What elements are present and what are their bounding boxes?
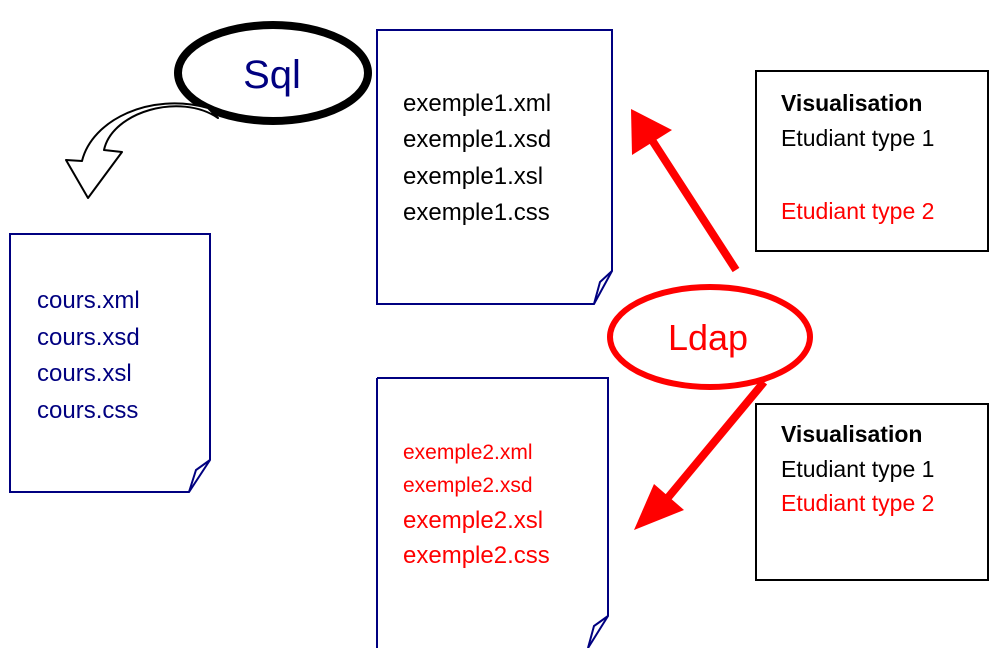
visualisation-box-2: Visualisation Etudiant type 1 Etudiant t… <box>755 403 989 581</box>
cours-line-3: cours.xsl <box>37 360 132 387</box>
exemple2-document-fold <box>587 615 609 648</box>
exemple2-line-1: exemple2.xml <box>403 441 533 464</box>
exemple1-document-outline <box>376 29 613 305</box>
cours-document: cours.xml cours.xsd cours.xsl cours.css <box>9 233 211 493</box>
ldap-arrow-down-head <box>634 484 684 530</box>
sql-node: Sql <box>174 21 372 125</box>
sql-label: Sql <box>243 53 301 97</box>
exemple2-document-outline <box>376 377 609 648</box>
cours-document-outline <box>9 233 211 493</box>
visualisation-box-2-item-2: Etudiant type 2 <box>781 490 934 516</box>
exemple2-line-2: exemple2.xsd <box>403 474 533 497</box>
exemple1-line-4: exemple1.css <box>403 199 550 226</box>
visualisation-box-1: Visualisation Etudiant type 1 Etudiant t… <box>755 70 989 252</box>
cours-line-1: cours.xml <box>37 287 140 314</box>
ldap-label: Ldap <box>668 317 748 358</box>
ldap-arrow-down <box>634 379 768 530</box>
ldap-ellipse <box>607 284 813 390</box>
exemple1-line-1: exemple1.xml <box>403 90 551 117</box>
visualisation-box-2-frame <box>755 403 989 581</box>
sql-curved-arrow <box>65 102 219 199</box>
exemple2-line-4: exemple2.css <box>403 542 550 569</box>
visualisation-box-1-title: Visualisation <box>781 90 922 116</box>
visualisation-box-1-item-2: Etudiant type 2 <box>781 198 934 224</box>
cours-line-2: cours.xsd <box>37 324 140 351</box>
cours-line-4: cours.css <box>37 397 138 424</box>
exemple1-line-2: exemple1.xsd <box>403 126 551 153</box>
visualisation-box-2-title: Visualisation <box>781 421 922 447</box>
visualisation-box-1-item-1: Etudiant type 1 <box>781 125 934 151</box>
cours-document-fold <box>188 459 211 493</box>
exemple1-line-3: exemple1.xsl <box>403 163 543 190</box>
ldap-arrow-up-shaft <box>646 134 740 273</box>
visualisation-box-2-item-1: Etudiant type 1 <box>781 456 934 482</box>
ldap-node: Ldap <box>607 284 813 390</box>
exemple2-document: exemple2.xml exemple2.xsd exemple2.xsl e… <box>376 377 609 648</box>
exemple1-document-fold <box>593 270 613 305</box>
ldap-arrow-up-head <box>631 109 672 155</box>
visualisation-box-1-frame <box>755 70 989 252</box>
ldap-arrow-down-shaft <box>662 379 768 503</box>
sql-ellipse <box>174 21 372 125</box>
exemple2-line-3: exemple2.xsl <box>403 507 543 534</box>
ldap-arrow-up <box>631 109 740 273</box>
exemple1-document: exemple1.xml exemple1.xsd exemple1.xsl e… <box>376 29 613 305</box>
